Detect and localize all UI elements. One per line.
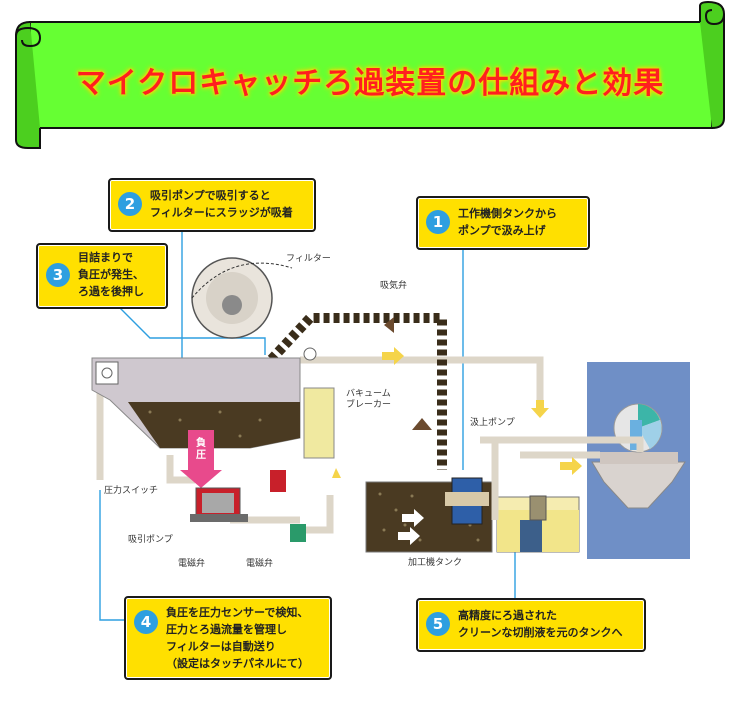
- label-filter: フィルター: [286, 254, 331, 264]
- callout-1: 1 工作機側タンクから ポンプで汲み上げ: [416, 196, 590, 250]
- label-suction-pump: 吸引ポンプ: [128, 535, 173, 545]
- label-vacuum-breaker: バキューム ブレーカー: [346, 389, 392, 410]
- page-title: マイクロキャッチろ過装置の仕組みと効果: [75, 66, 665, 101]
- label-negative-pressure: 負 圧: [196, 438, 206, 461]
- callout-number-3: 3: [46, 263, 70, 287]
- label-intake-valve: 吸気弁: [380, 281, 408, 291]
- callout-text-1: 工作機側タンクから ポンプで汲み上げ: [458, 207, 557, 237]
- label-lift-pump: 汲上ポンプ: [470, 418, 515, 428]
- solenoid-valve-red: [270, 470, 286, 492]
- label-solenoid-valve-1: 電磁弁: [178, 559, 206, 569]
- callout-text-3: 目詰まりで 負圧が発生、 ろ過を後押し: [78, 251, 144, 298]
- label-solenoid-valve-2: 電磁弁: [246, 559, 274, 569]
- title-banner: [15, 0, 725, 149]
- label-machine-tank: 加工機タンク: [408, 558, 463, 568]
- callout-4: 4 負圧を圧力センサーで検知、 圧力とろ過流量を管理し フィルターは自動送り （…: [124, 596, 332, 680]
- callout-3: 3 目詰まりで 負圧が発生、 ろ過を後押し: [36, 243, 168, 309]
- callout-number-1: 1: [426, 210, 450, 234]
- label-pressure-switch: 圧力スイッチ: [104, 486, 159, 496]
- callout-2: 2 吸引ポンプで吸引すると フィルターにスラッジが吸着: [108, 178, 316, 232]
- machine-funnel: [591, 461, 686, 509]
- callout-text-4: 負圧を圧力センサーで検知、 圧力とろ過流量を管理し フィルターは自動送り （設定…: [166, 606, 309, 670]
- solenoid-valve-green: [290, 524, 306, 542]
- callout-text-5: 高精度にろ過された クリーンな切削液を元のタンクへ: [458, 609, 623, 639]
- callout-text-2: 吸引ポンプで吸引すると フィルターにスラッジが吸着: [150, 189, 293, 219]
- intake-valve: [303, 347, 317, 361]
- vacuum-breaker: [303, 387, 335, 459]
- callout-number-4: 4: [134, 610, 158, 634]
- callout-5: 5 高精度にろ過された クリーンな切削液を元のタンクへ: [416, 598, 646, 652]
- callout-number-2: 2: [118, 192, 142, 216]
- callout-number-5: 5: [426, 612, 450, 636]
